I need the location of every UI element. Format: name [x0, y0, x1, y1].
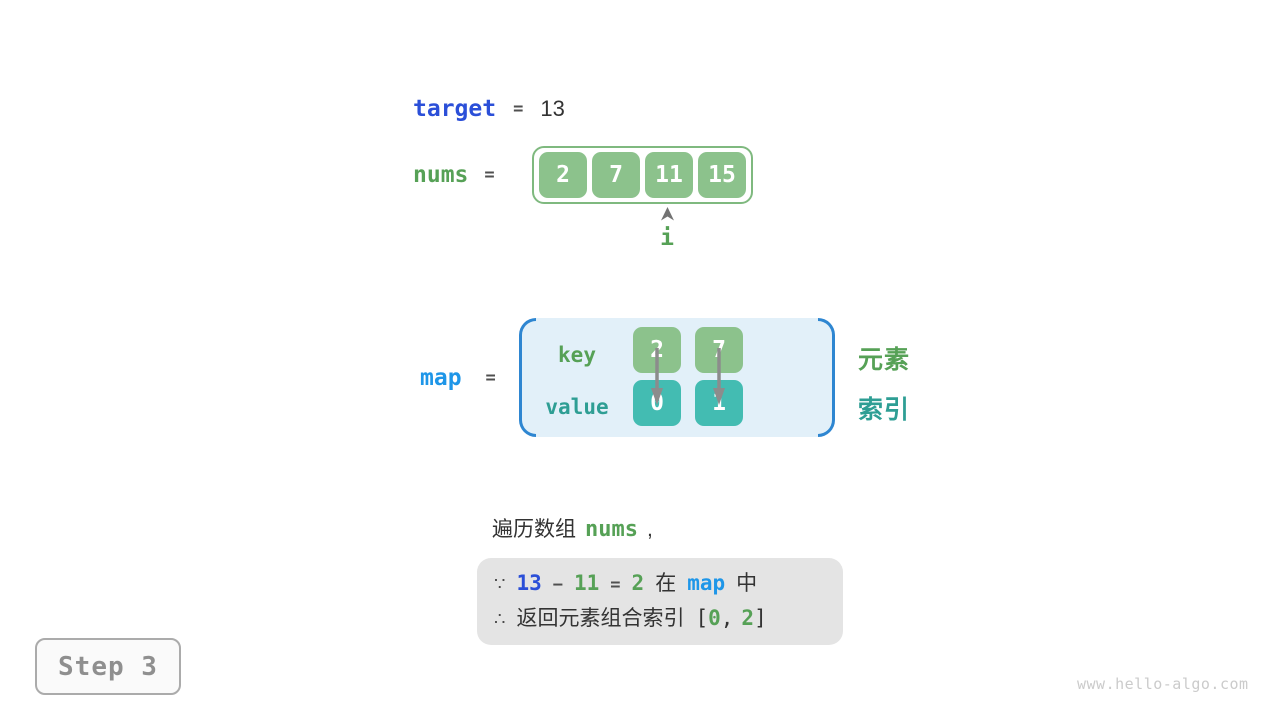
therefore-line: ∴ 返回元素组合索引 [ 0 , 2 ]: [494, 602, 843, 637]
map-assignment: map =: [420, 363, 496, 393]
open-bracket: [: [695, 606, 709, 630]
minus-sign: −: [552, 575, 563, 595]
step-badge-label: Step 3: [58, 651, 158, 682]
target-equals-sign: =: [513, 99, 524, 119]
caption-nums-code: nums: [585, 517, 638, 542]
target-variable: target: [413, 96, 497, 122]
difference: 2: [631, 571, 645, 595]
down-arrow-icon: [651, 348, 663, 405]
array-cell: 7: [592, 152, 640, 198]
caption-sentence: 遍历数组 nums ,: [492, 513, 653, 543]
nums-array: 2 7 11 15: [532, 146, 753, 204]
index-pointer: i: [641, 207, 693, 251]
pair-comma: ,: [720, 606, 734, 630]
in-suffix-text: 中: [736, 572, 758, 595]
nums-assignment: nums =: [413, 160, 495, 190]
map-key-label: key: [558, 343, 596, 367]
map-equals-sign: =: [485, 368, 496, 388]
first-index: 0: [708, 606, 721, 630]
array-cell: 15: [698, 152, 746, 198]
therefore-symbol: ∴: [494, 609, 506, 629]
caption-text: 遍历数组: [492, 518, 576, 541]
nums-variable: nums: [413, 162, 469, 188]
target-assignment: target = 13: [413, 94, 565, 124]
array-cell: 11: [645, 152, 693, 198]
caption-comma: ,: [646, 518, 653, 541]
therefore-text: 返回元素组合索引: [516, 607, 685, 630]
array-cell: 2: [539, 152, 587, 198]
in-prefix-text: 在: [655, 572, 677, 595]
up-arrow-icon: [660, 207, 674, 221]
map-code-ref: map: [687, 571, 726, 595]
map-container: key value 2 7 0 1: [519, 318, 835, 437]
second-index: 2: [741, 606, 755, 630]
map-variable: map: [420, 365, 462, 391]
target-value: 13: [540, 96, 565, 121]
map-left-bracket: [519, 318, 536, 437]
nums-equals-sign: =: [484, 165, 495, 185]
watermark: www.hello-algo.com: [1077, 675, 1249, 693]
result-index-pair: [ 0 , 2 ]: [695, 606, 766, 630]
subtrahend: 11: [574, 571, 600, 595]
index-side-label: 索引: [858, 396, 911, 424]
because-line: ∵ 13 − 11 = 2 在 map 中: [494, 567, 843, 602]
conclusion-box: ∵ 13 − 11 = 2 在 map 中 ∴ 返回元素组合索引 [ 0 , 2…: [477, 558, 843, 645]
element-side-label: 元素: [858, 346, 911, 374]
because-symbol: ∵: [494, 574, 506, 594]
pointer-label: i: [660, 225, 674, 251]
down-arrow-icon: [713, 348, 725, 405]
minuend: 13: [516, 571, 542, 595]
map-value-label: value: [545, 395, 609, 419]
step-badge: Step 3: [35, 638, 181, 695]
equals-sign: =: [610, 575, 621, 595]
map-right-bracket: [818, 318, 835, 437]
close-bracket: ]: [754, 606, 767, 630]
